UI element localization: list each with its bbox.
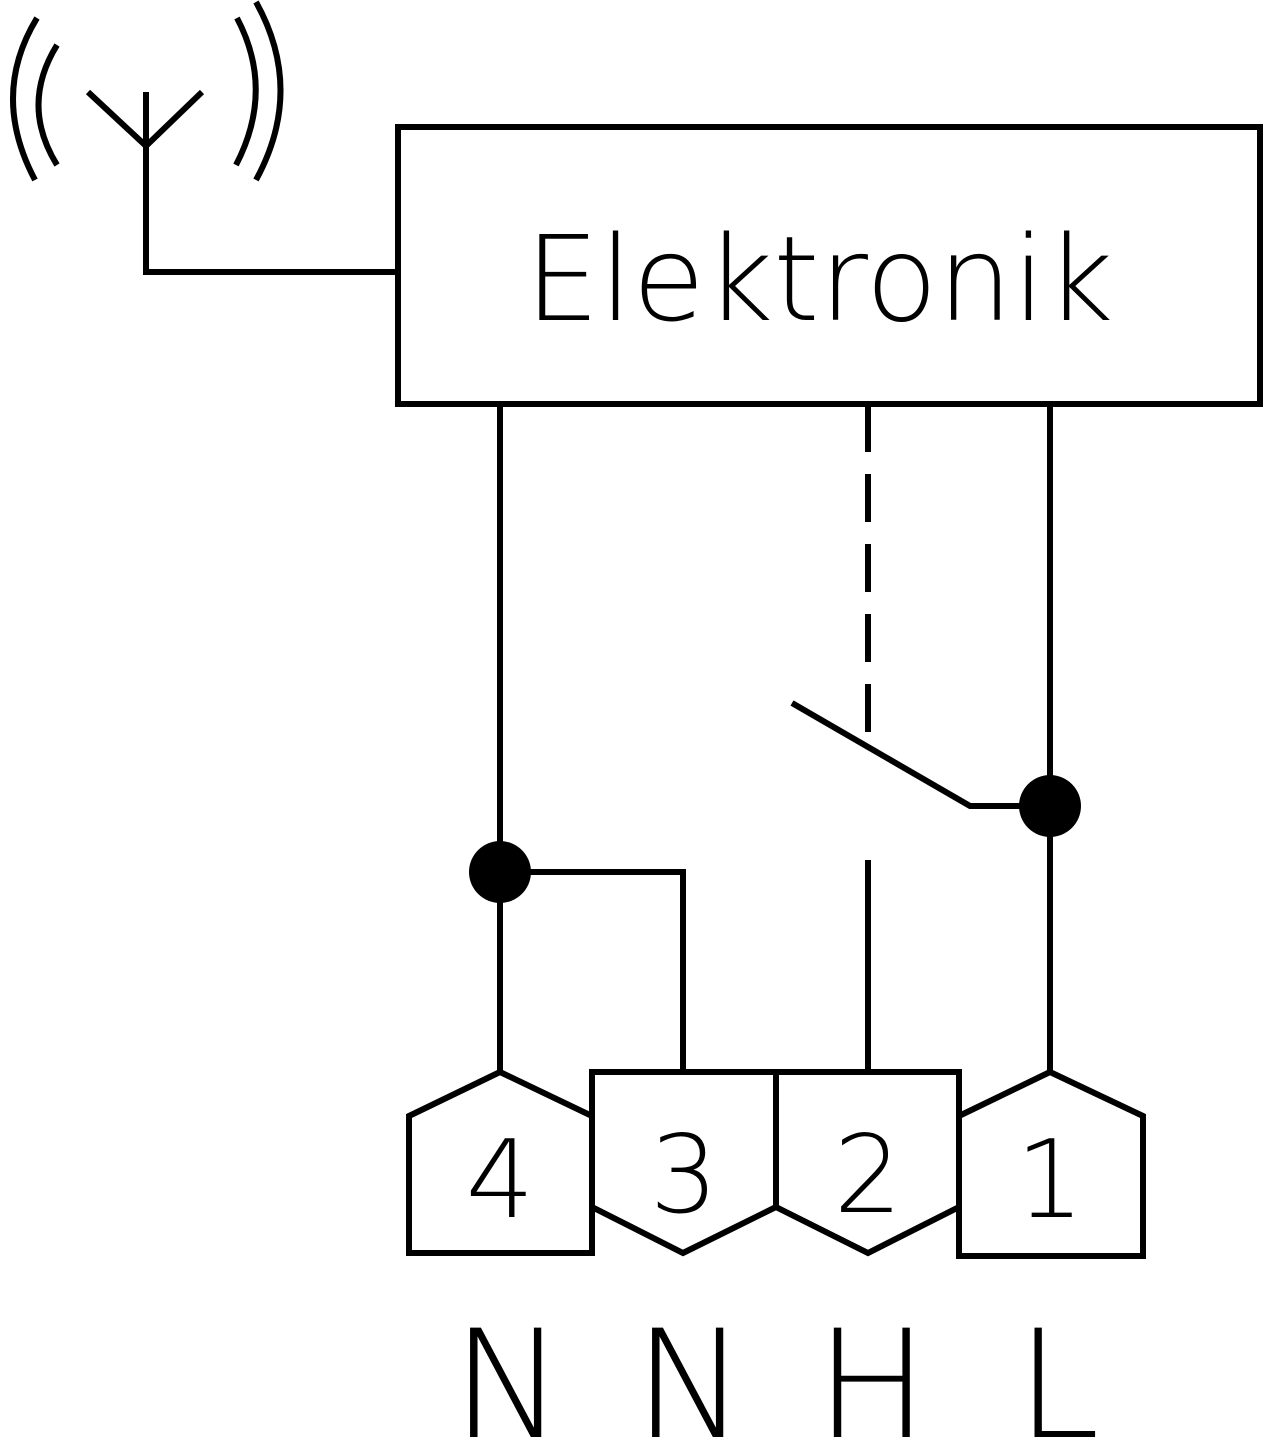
live-junction-dot: [1019, 775, 1081, 837]
antenna-icon: [10, 0, 397, 275]
terminal-1: [956, 1068, 1146, 1259]
terminal-3: [589, 1069, 779, 1257]
terminal-1-conductor-label: L: [1016, 1299, 1100, 1442]
terminal-3-number: 3: [650, 1113, 719, 1238]
terminal-2-conductor-label: H: [816, 1299, 929, 1442]
terminal-3-conductor-label: N: [634, 1299, 746, 1442]
terminal-4-conductor-label: N: [452, 1299, 564, 1442]
neutral-junction-dot: [469, 841, 531, 903]
terminal-block: [406, 1068, 1146, 1259]
terminal-4-number: 4: [466, 1118, 535, 1243]
electronics-box: [395, 124, 1263, 407]
terminal-2: [773, 1069, 962, 1257]
neutral-bridge-wire: [500, 869, 686, 1072]
relay-switch-contact: [790, 700, 1050, 809]
terminal-1-number: 1: [1016, 1118, 1085, 1243]
terminal-2-number: 2: [834, 1113, 903, 1238]
electronics-box-label: Elektronik: [525, 210, 1114, 348]
